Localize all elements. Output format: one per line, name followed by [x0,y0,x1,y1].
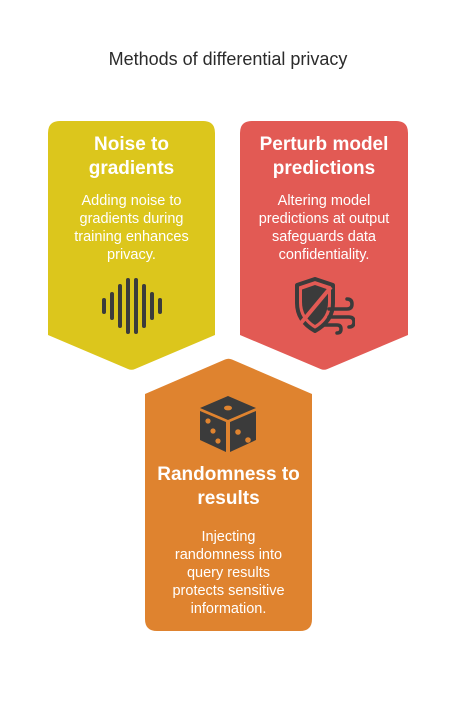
card-description: Adding noise to gradients during trainin… [74,193,189,263]
dice-icon [200,396,256,452]
card-description: Injecting randomness into query results … [172,529,285,617]
card-randomness-to-results: Randomness to results Injecting randomne… [145,358,312,631]
card-shape [145,358,312,631]
diagram-title: Methods of differential privacy [108,49,348,69]
card-heading: Perturb model predictions [259,134,389,179]
card-heading: Randomness to results [157,464,300,509]
shield-wind-icon [295,277,355,335]
sound-wave-icon [102,278,162,334]
card-heading: Noise to gradients [88,134,175,179]
card-description: Altering model predictions at output saf… [258,193,390,263]
card-shape [48,121,215,370]
card-perturb-model-predictions: Perturb model predictions Altering model… [240,121,408,370]
card-shape [240,121,408,370]
card-noise-to-gradients: Noise to gradients Adding noise to gradi… [48,121,215,370]
